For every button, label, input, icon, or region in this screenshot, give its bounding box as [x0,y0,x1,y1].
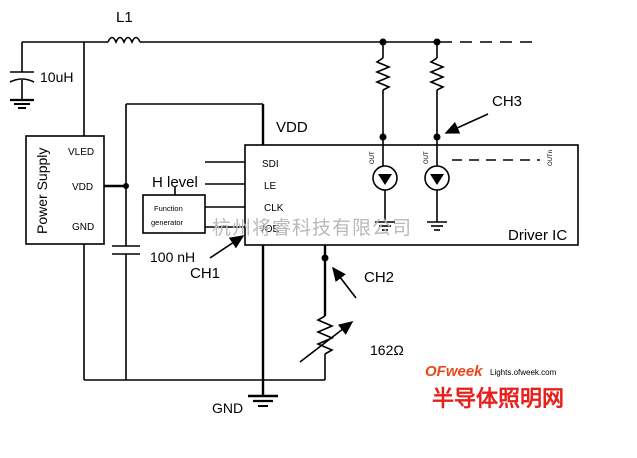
ch3-label: CH3 [492,93,522,110]
ch2-label: CH2 [364,269,394,286]
gnd-label: GND [212,400,243,416]
ofweek-branding: OFweek Lights.ofweek.com 半导体照明网 [425,363,564,412]
ofweek-tagline: 半导体照明网 [432,387,564,412]
ofweek-site: Lights.ofweek.com [490,368,557,377]
inductor-label: L1 [116,9,133,26]
junction-out1-pin [379,133,387,141]
resistor-variable-arrow [299,321,354,363]
resistor-out1 [374,57,392,91]
resistor-value-label: 162Ω [370,342,404,358]
capacitor-top-label: 10uH [40,69,73,85]
junction-out1 [379,38,387,46]
function-generator-box [142,194,206,234]
ch3-probe-arrow [444,113,489,134]
watermark-text: 杭州将睿科技有限公司 [212,217,412,239]
junction-out2-pin [433,133,441,141]
ic-outn-label: OUTn [548,150,554,166]
ic-pin-clk: CLK [264,203,284,214]
resistor-162 [315,315,335,355]
function-generator-line2: generator [151,218,184,227]
ic-out1-label: OUT [370,151,376,164]
function-generator-line1: Function [154,204,183,213]
vdd-label: VDD [276,119,308,136]
capacitor-bottom-label: 100 nH [150,249,195,265]
driver-ic-title: Driver IC [508,227,567,244]
ch1-label: CH1 [190,265,220,282]
power-supply-title: Power Supply [34,148,50,234]
ic-pin-oe: /OE [262,224,280,235]
ps-pin-vdd: VDD [72,182,93,193]
junction-rset [321,254,329,262]
ic-out2-label: OUT [424,151,430,164]
capacitor-top-curve [9,78,35,83]
ic-pin-le: LE [264,181,277,192]
current-arrow-out1 [378,174,392,185]
junction-out2 [433,38,441,46]
resistor-out2 [428,57,446,91]
ic-pin-sdi: SDI [262,159,279,170]
h-level-label: H level [152,174,198,191]
ps-pin-vled: VLED [68,147,94,158]
ch1-probe-arrow [209,235,245,259]
ps-pin-gnd: GND [72,222,94,233]
junction-vdd [123,183,129,189]
inductor-l1 [107,36,141,44]
driver-ic-box [244,144,579,246]
ch2-probe-arrow [332,266,357,299]
current-arrow-out2 [430,174,444,185]
ofweek-logo: OFweek [425,363,483,380]
power-supply-box [25,135,105,245]
